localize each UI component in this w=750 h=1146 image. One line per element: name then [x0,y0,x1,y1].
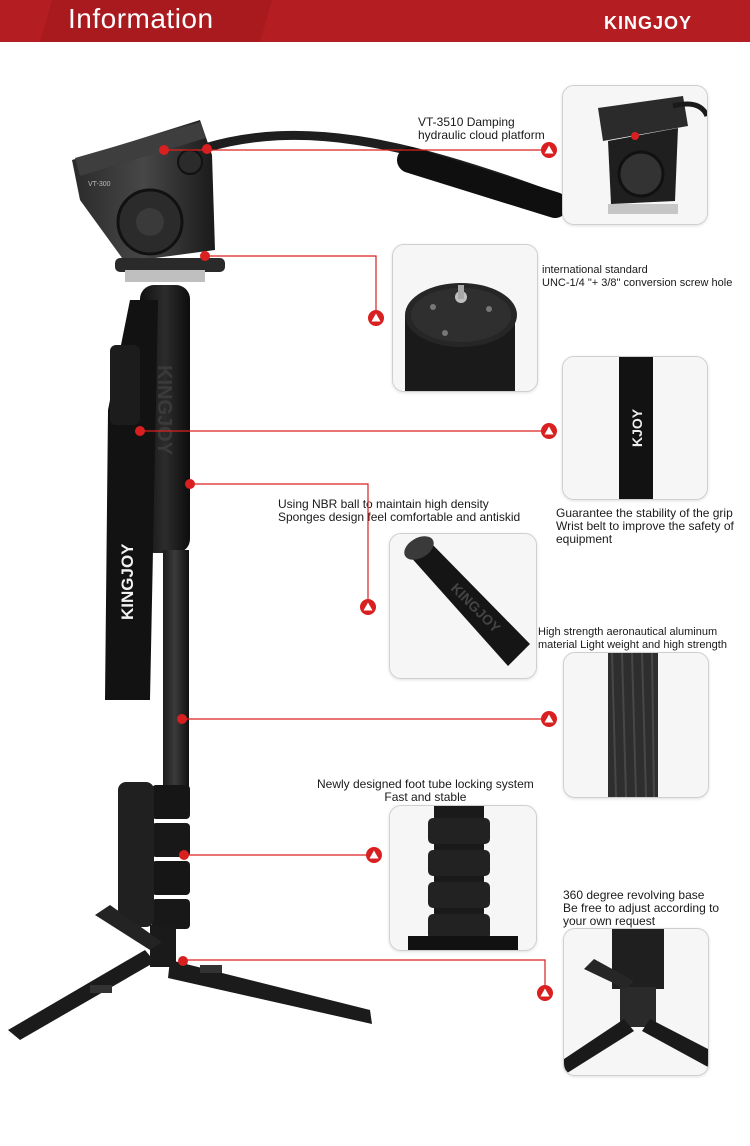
leg-locks [118,782,190,929]
annotation-leg-locks: Newly designed foot tube locking system … [317,778,534,804]
annotation-carbon-tube: High strength aeronautical aluminum mate… [538,626,727,652]
annotation-hydraulic-head: VT-3510 Damping hydraulic cloud platform [418,116,545,142]
header-banner: Information KINGJOY [0,0,750,42]
photo-wrist-strap: KJOY [562,356,708,500]
annotation-line: Fast and stable [384,790,467,804]
annotation-line: Wrist belt to improve the safety of [556,519,734,533]
base-foot-left [8,950,155,1040]
photo-foam-grip: KINGJOY [389,533,537,679]
photo-carbon-tube [563,652,709,798]
photo-leg-locks [389,805,537,951]
annotation-foam-grip: Using NBR ball to maintain high density … [278,498,520,524]
base-foot-right [168,960,372,1024]
annotation-line: material Light weight and high strength [538,639,727,651]
photo-hydraulic-head [562,85,708,225]
svg-text:KJOY: KJOY [629,408,645,447]
annotation-line: Newly designed foot tube locking system [317,777,534,791]
carbon-tube [163,550,189,790]
annotation-line: Be free to adjust according to [563,901,720,915]
svg-text:KINGJOY: KINGJOY [118,543,137,620]
photo-revolving-base [563,928,709,1076]
annotation-line: Guarantee the stability of the grip [556,506,733,520]
annotation-line: High strength aeronautical aluminum [538,626,718,638]
annotation-line: UNC-1/4 "+ 3/8" conversion screw hole [542,277,733,289]
annotation-line: equipment [556,532,613,546]
header-tab [40,0,272,42]
page-title: Information [68,3,214,34]
annotation-line: hydraulic cloud platform [418,128,545,142]
annotation-revolving-base: 360 degree revolving base Be free to adj… [563,889,719,928]
annotation-line: Sponges design feel comfortable and anti… [278,510,521,524]
base-foot-back [95,905,162,950]
annotation-line: your own request [563,914,656,928]
annotation-screw-hole: international standard UNC-1/4 "+ 3/8" c… [542,264,732,290]
monopod-product-image: VT-300 KINGJOY KINGJOY [8,120,568,1040]
svg-text:KINGJOY: KINGJOY [153,365,175,456]
annotation-line: VT-3510 Damping [418,115,515,129]
pan-handle-grip [397,147,568,218]
brand-logo: KINGJOY [603,13,692,33]
svg-text:VT-300: VT-300 [88,181,111,188]
annotation-line: 360 degree revolving base [563,888,705,902]
photo-screw-hole [392,244,538,392]
annotation-wrist-strap: Guarantee the stability of the grip Wris… [556,507,734,546]
annotation-line: international standard [542,264,648,276]
